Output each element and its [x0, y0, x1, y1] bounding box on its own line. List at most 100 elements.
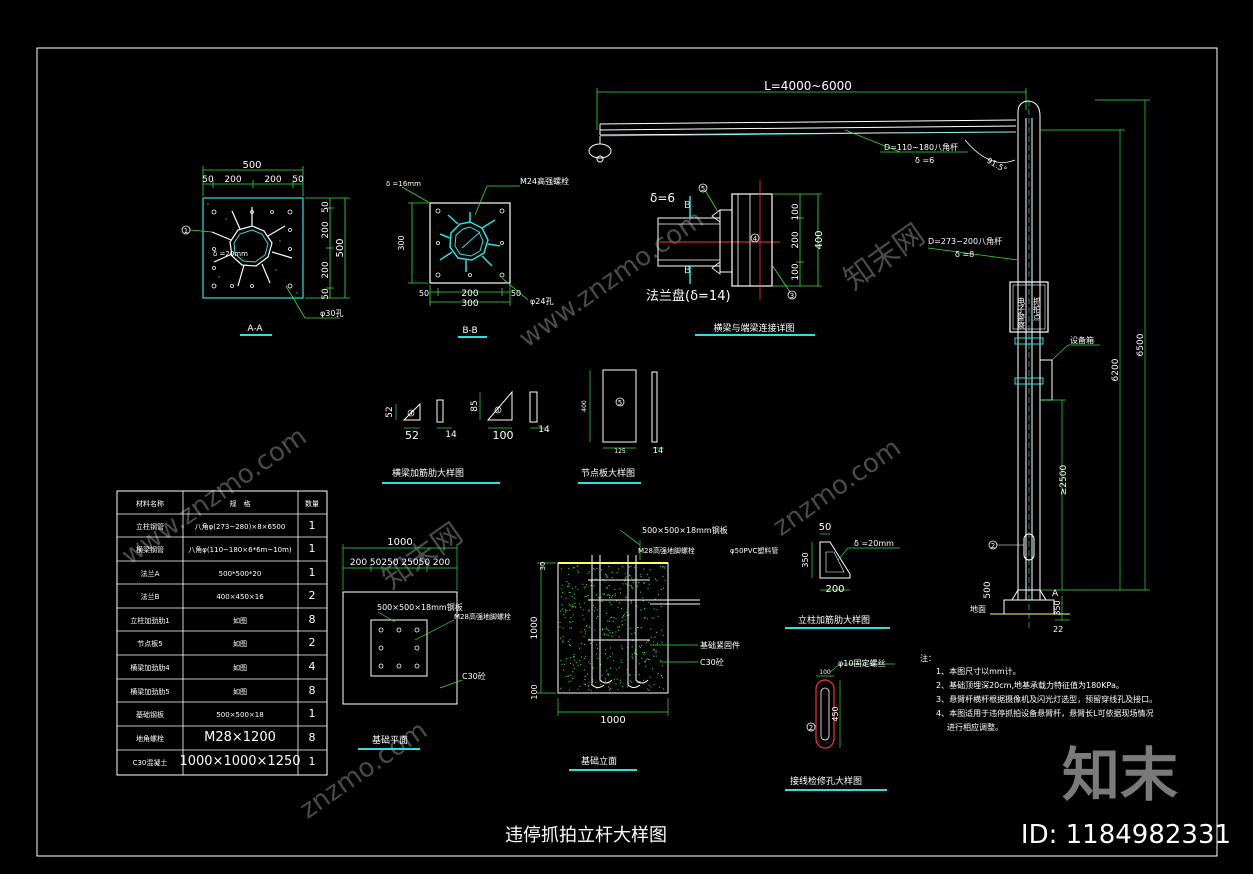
- concrete-dot: [568, 573, 570, 576]
- concrete-dot: [573, 655, 575, 658]
- concrete-dot: [559, 626, 561, 628]
- concrete-dot: [612, 632, 614, 634]
- concrete-dot: [652, 641, 655, 643]
- concrete-dot: [560, 596, 563, 598]
- concrete-dot: [617, 689, 619, 691]
- concrete-dot: [604, 680, 607, 682]
- watermark-site: www.znzmo.com: [514, 204, 710, 354]
- concrete-dot: [564, 611, 567, 613]
- concrete-dot: [585, 586, 587, 588]
- concrete-dot: [660, 659, 662, 662]
- concrete-dot: [642, 652, 644, 654]
- table-cell-qty: 1: [309, 519, 316, 532]
- note-3: 3、悬臂杆横杆根据摄像机及闪光灯选型，预留穿线孔及接口。: [936, 694, 1157, 704]
- concrete-dot: [616, 678, 618, 680]
- concrete-dot: [624, 580, 626, 582]
- concrete-dot: [641, 657, 643, 659]
- concrete-dot: [630, 585, 632, 587]
- concrete-dot: [656, 609, 658, 611]
- concrete-dot: [562, 635, 564, 638]
- crib-b: 200: [825, 584, 844, 595]
- concrete-dot: [570, 680, 572, 682]
- concrete-dot: [562, 640, 564, 642]
- concrete-dot: [615, 631, 617, 633]
- table-cell-spec: M28×1200: [204, 730, 276, 745]
- concrete-dot: [610, 667, 612, 670]
- plan-plate: 500×500×18mm钢板: [377, 602, 463, 612]
- concrete-dot: [606, 612, 608, 614]
- table-header-qty: 数量: [305, 499, 319, 508]
- rib-dim-6: 14: [538, 425, 550, 435]
- aa-vdim-3: 200: [321, 261, 331, 278]
- concrete-dot: [599, 680, 601, 682]
- concrete-dot: [587, 572, 589, 574]
- concrete-dot: [585, 630, 587, 632]
- concrete-dot: [636, 653, 638, 655]
- table-cell-name: 节点板5: [137, 639, 162, 648]
- concrete-dot: [655, 651, 657, 654]
- pole-dia: D=273~200八角杆: [928, 236, 1002, 246]
- concrete-dot: [608, 565, 610, 568]
- concrete-dot: [654, 578, 657, 580]
- concrete-dot: [606, 634, 608, 636]
- aa-dim-2: 200: [224, 175, 241, 185]
- concrete-dot: [608, 686, 610, 688]
- concrete-dot: [646, 574, 649, 576]
- table-cell-name: C30混凝土: [133, 758, 168, 767]
- concrete-dot: [605, 678, 607, 680]
- concrete-dot: [583, 636, 585, 638]
- joint-label: 横梁与端梁连接详图: [713, 322, 794, 334]
- node-dim-h: 400: [581, 400, 588, 412]
- concrete-dot: [621, 686, 624, 688]
- concrete-dot: [645, 665, 647, 667]
- pole-ground: 地面: [970, 604, 986, 614]
- concrete-dot: [581, 642, 583, 645]
- concrete-dot: [628, 614, 630, 616]
- concrete-dot: [643, 568, 645, 570]
- plan-conc: C30砼: [462, 671, 486, 681]
- brand-logo: 知末: [1062, 741, 1178, 809]
- concrete-dot: [606, 576, 608, 578]
- concrete-dot: [606, 628, 608, 630]
- concrete-dot: [647, 688, 649, 690]
- concrete-dot: [629, 574, 631, 576]
- crib-label: 立柱加筋肋大样图: [798, 614, 870, 626]
- concrete-dot: [606, 594, 608, 596]
- concrete-dot: [575, 586, 577, 588]
- concrete-dot: [595, 617, 598, 619]
- concrete-dot: [565, 658, 568, 660]
- plan-width: 1000: [387, 537, 412, 548]
- table-cell-qty: 1: [309, 707, 316, 720]
- rib-dim-2: 52: [405, 429, 419, 442]
- concrete-dot: [569, 639, 571, 641]
- concrete-dot: [660, 606, 662, 608]
- aa-dim-total: 500: [242, 160, 261, 171]
- pole-arm-t: δ =6: [915, 156, 934, 165]
- concrete-dot: [639, 681, 641, 683]
- concrete-dot: [564, 663, 566, 666]
- aa-dim-3: 200: [264, 175, 281, 185]
- concrete-dot: [646, 618, 648, 620]
- concrete-dot: [609, 647, 612, 649]
- concrete-dot: [566, 609, 568, 612]
- concrete-dot: [575, 662, 577, 664]
- aa-vdim-4: 50: [321, 288, 331, 300]
- concrete-dot: [621, 661, 623, 664]
- concrete-dot: [572, 620, 574, 623]
- concrete-dot: [616, 669, 618, 671]
- joint-dim-1: 100: [791, 203, 801, 220]
- concrete-dot: [647, 658, 649, 660]
- joint-dim-3: 100: [791, 263, 801, 280]
- table-cell-spec: 400×450×16: [216, 593, 264, 601]
- aa-label: A-A: [247, 324, 263, 334]
- aa-vdim-1: 50: [321, 201, 331, 213]
- concrete-dot: [582, 614, 584, 616]
- concrete-dot: [621, 648, 623, 650]
- concrete-dot: [585, 625, 587, 628]
- concrete-dot: [662, 575, 664, 578]
- concrete-dot: [596, 653, 598, 655]
- table-cell-qty: 8: [309, 731, 316, 744]
- concrete-dot: [573, 567, 575, 569]
- pole-h350: 350: [1053, 600, 1062, 615]
